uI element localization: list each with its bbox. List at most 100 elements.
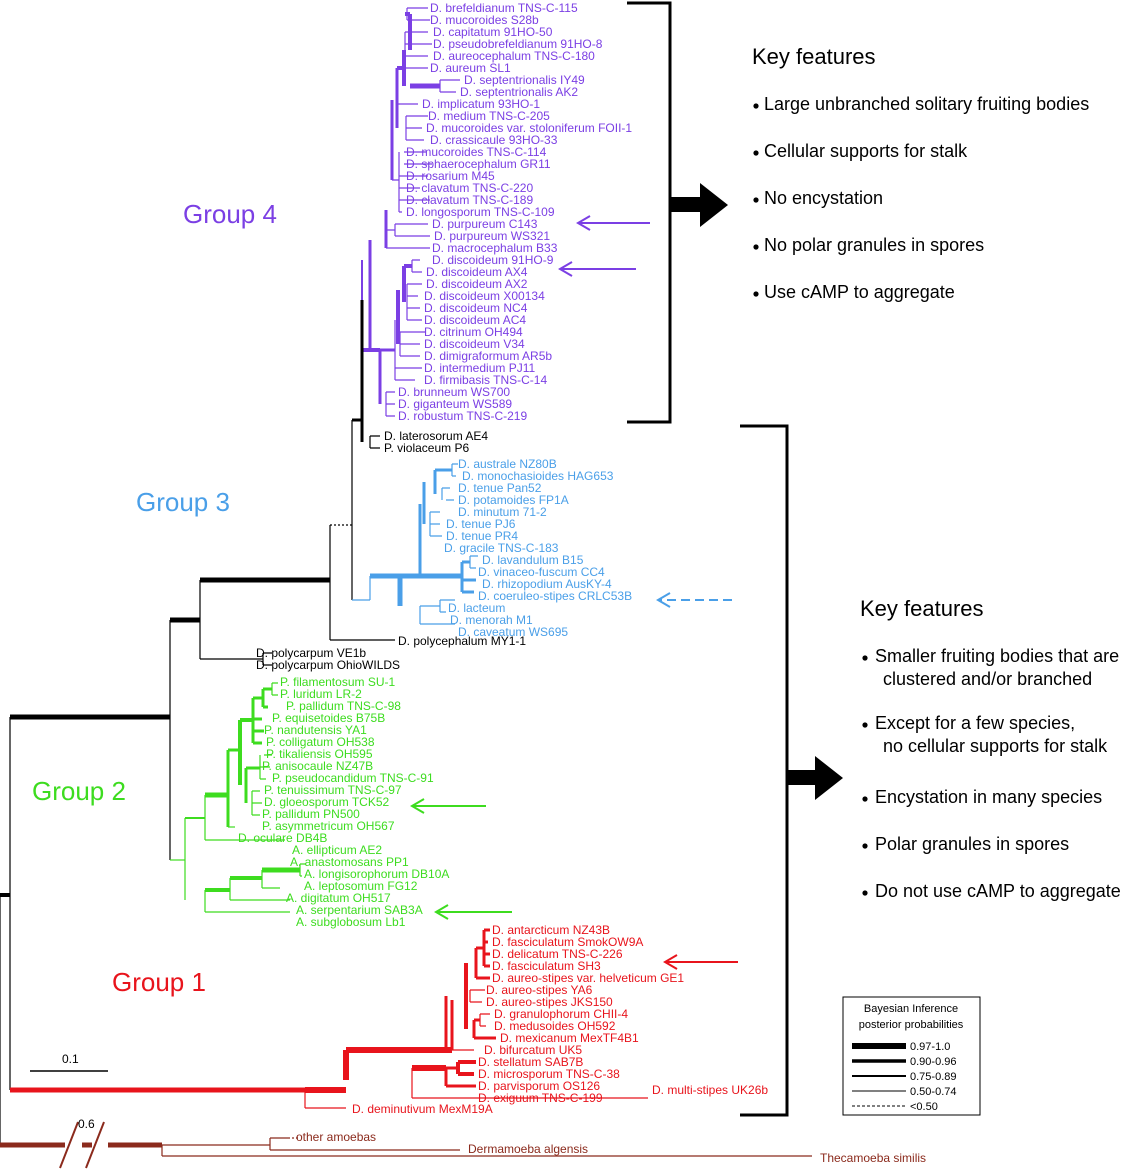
- arrow-lacteum-icon: [656, 592, 732, 608]
- taxon-label: D. aureo-stipes JKS150: [486, 995, 613, 1009]
- legend-box: [842, 996, 981, 1116]
- legend-entry: 0.90-0.96: [910, 1056, 956, 1068]
- taxon-label: D. polycarpum VE1b: [256, 646, 366, 660]
- taxon-label: D. antarcticum NZ43B: [492, 923, 610, 937]
- taxon-label: D. gracile TNS-C-183: [444, 541, 559, 555]
- scale-bar: 0.1: [30, 1052, 108, 1072]
- key-feature-item: No polar granules in spores: [764, 235, 984, 255]
- taxon-label: D. tenue Pan52: [458, 481, 542, 495]
- taxon-label: D. discoideum NC4: [424, 301, 528, 315]
- taxon-label: D. discoideum AX2: [426, 277, 528, 291]
- key-features-top: Key features Large unbranched solitary f…: [752, 44, 1089, 302]
- group2-label: Group 2: [32, 776, 126, 806]
- arrow-pallidum-icon: [410, 798, 486, 814]
- brackets: [627, 1, 789, 1117]
- taxon-label: D. discoideum V34: [424, 337, 525, 351]
- taxon-label: D. monochasioides HAG653: [462, 469, 614, 483]
- key-feature-item: clustered and/or branched: [883, 669, 1092, 689]
- taxon-label: D. polycarpum OhioWILDS: [256, 658, 400, 672]
- key-feature-item: Smaller fruiting bodies that are: [875, 646, 1119, 666]
- taxon-label: D. australe NZ80B: [458, 457, 557, 471]
- taxon-label: P. asymmetricum OH567: [262, 819, 395, 833]
- taxon-label: D. parvisporum OS126: [478, 1079, 600, 1093]
- taxon-label: P. colligatum OH538: [266, 735, 375, 749]
- taxon-label: A. subglobosum Lb1: [296, 915, 406, 929]
- taxon-label: other amoebas: [296, 1130, 376, 1144]
- key-feature-item: Do not use cAMP to aggregate: [875, 881, 1121, 901]
- taxon-label: P. nandutensis YA1: [264, 723, 367, 737]
- taxon-label: P. filamentosum SU-1: [280, 675, 395, 689]
- taxon-label: D. mucoroides var. stoloniferum FOII-1: [426, 121, 632, 135]
- taxon-label: D. multi-stipes UK26b: [652, 1083, 768, 1097]
- key-feature-item: no cellular supports for stalk: [883, 736, 1108, 756]
- taxon-label: D. longosporum TNS-C-109: [406, 205, 555, 219]
- taxon-label: P. luridum LR-2: [280, 687, 362, 701]
- taxon-label: D. minutum 71-2: [458, 505, 547, 519]
- bullet-icon: [862, 890, 868, 896]
- taxon-label: D. coeruleo-stipes CRLC53B: [478, 589, 632, 603]
- bullet-icon: [753, 197, 759, 203]
- taxon-label: D. medusoides OH592: [494, 1019, 616, 1033]
- taxon-label: D. aureocephalum TNS-C-180: [433, 49, 595, 63]
- taxon-label: D. microsporum TNS-C-38: [478, 1067, 620, 1081]
- taxon-label: A. longisorophorum DB10A: [304, 867, 449, 881]
- taxon-label: A. anastomosans PP1: [290, 855, 409, 869]
- bullet-icon: [753, 103, 759, 109]
- taxon-label: D. stellatum SAB7B: [478, 1055, 583, 1069]
- legend-entry: 0.75-0.89: [910, 1071, 956, 1083]
- taxon-label: D. lacteum: [448, 601, 505, 615]
- taxon-label: D. mucoroides S28b: [430, 13, 539, 27]
- break-label: 0.6: [78, 1117, 95, 1131]
- taxon-label: D. delicatum TNS-C-226: [492, 947, 623, 961]
- taxon-label: P. tenuissimum TNS-C-97: [264, 783, 402, 797]
- key-feature-item: No encystation: [764, 188, 883, 208]
- taxon-label: D. pseudobrefeldianum 91HO-8: [433, 37, 603, 51]
- bullet-icon: [753, 291, 759, 297]
- taxon-label: D. medium TNS-C-205: [428, 109, 550, 123]
- key-feature-item: Cellular supports for stalk: [764, 141, 968, 161]
- taxon-label: D. vinaceo-fuscum CC4: [478, 565, 605, 579]
- taxon-label: D. dimigraformum AR5b: [424, 349, 552, 363]
- taxon-label: D. capitatum 91HO-50: [433, 25, 553, 39]
- taxon-label: A. ellipticum AE2: [292, 843, 382, 857]
- taxon-label: D. crassicaule 93HO-33: [430, 133, 558, 147]
- taxon-label: A. digitatum OH517: [286, 891, 391, 905]
- group2-branches: [170, 682, 306, 913]
- taxon-label: P. anisocaule NZ47B: [262, 759, 373, 773]
- taxon-label: D. discoideum AC4: [424, 313, 526, 327]
- taxon-label: D. gloeosporum TCK52: [264, 795, 390, 809]
- taxon-label: D. robustum TNS-C-219: [398, 409, 527, 423]
- taxon-label: D. implicatum 93HO-1: [422, 97, 540, 111]
- taxon-label: D. laterosorum AE4: [384, 429, 488, 443]
- taxon-label: D. aureo-stipes YA6: [486, 983, 593, 997]
- taxon-label: D. septentrionalis AK2: [460, 85, 578, 99]
- taxon-label: A. leptosomum FG12: [304, 879, 418, 893]
- taxon-label: D. sphaerocephalum GR11: [406, 157, 551, 171]
- taxon-label: D. tenue PJ6: [446, 517, 516, 531]
- taxon-label: D. mucoroides TNS-C-114: [406, 145, 547, 159]
- taxon-label: D. firmibasis TNS-C-14: [424, 373, 547, 387]
- taxon-label: D. rhizopodium AusKY-4: [482, 577, 612, 591]
- key-feature-item: Large unbranched solitary fruiting bodie…: [764, 94, 1089, 114]
- taxon-label: D. lavandulum B15: [482, 553, 584, 567]
- basal-black-branches: [0, 300, 395, 1145]
- taxon-label: D. potamoides FP1A: [458, 493, 569, 507]
- bullet-icon: [753, 244, 759, 250]
- legend: Bayesian Inference posterior probabiliti…: [842, 996, 981, 1116]
- taxon-label: D. exiguum TNS-C-199: [478, 1091, 603, 1105]
- taxon-label: D. fasciculatum SmokOW9A: [492, 935, 643, 949]
- legend-entry: 0.97-1.0: [910, 1041, 950, 1053]
- key-feature-item: Encystation in many species: [875, 787, 1102, 807]
- bullet-icon: [862, 796, 868, 802]
- big-arrow-top-icon: [670, 183, 728, 227]
- taxon-label: D. menorah M1: [450, 613, 533, 627]
- taxon-label: D. mexicanum MexTF4B1: [500, 1031, 639, 1045]
- group3-branches: [352, 463, 478, 625]
- arrow-fasciculatum-icon: [663, 954, 738, 970]
- taxon-label: P. equisetoides B75B: [272, 711, 385, 725]
- taxon-label: P. pseudocandidum TNS-C-91: [272, 771, 434, 785]
- outgroup-branches: [0, 1121, 812, 1169]
- arrow-discoideum-icon: [558, 261, 636, 277]
- arrow-purpureum-icon: [576, 215, 650, 231]
- key-feature-item: Use cAMP to aggregate: [764, 282, 955, 302]
